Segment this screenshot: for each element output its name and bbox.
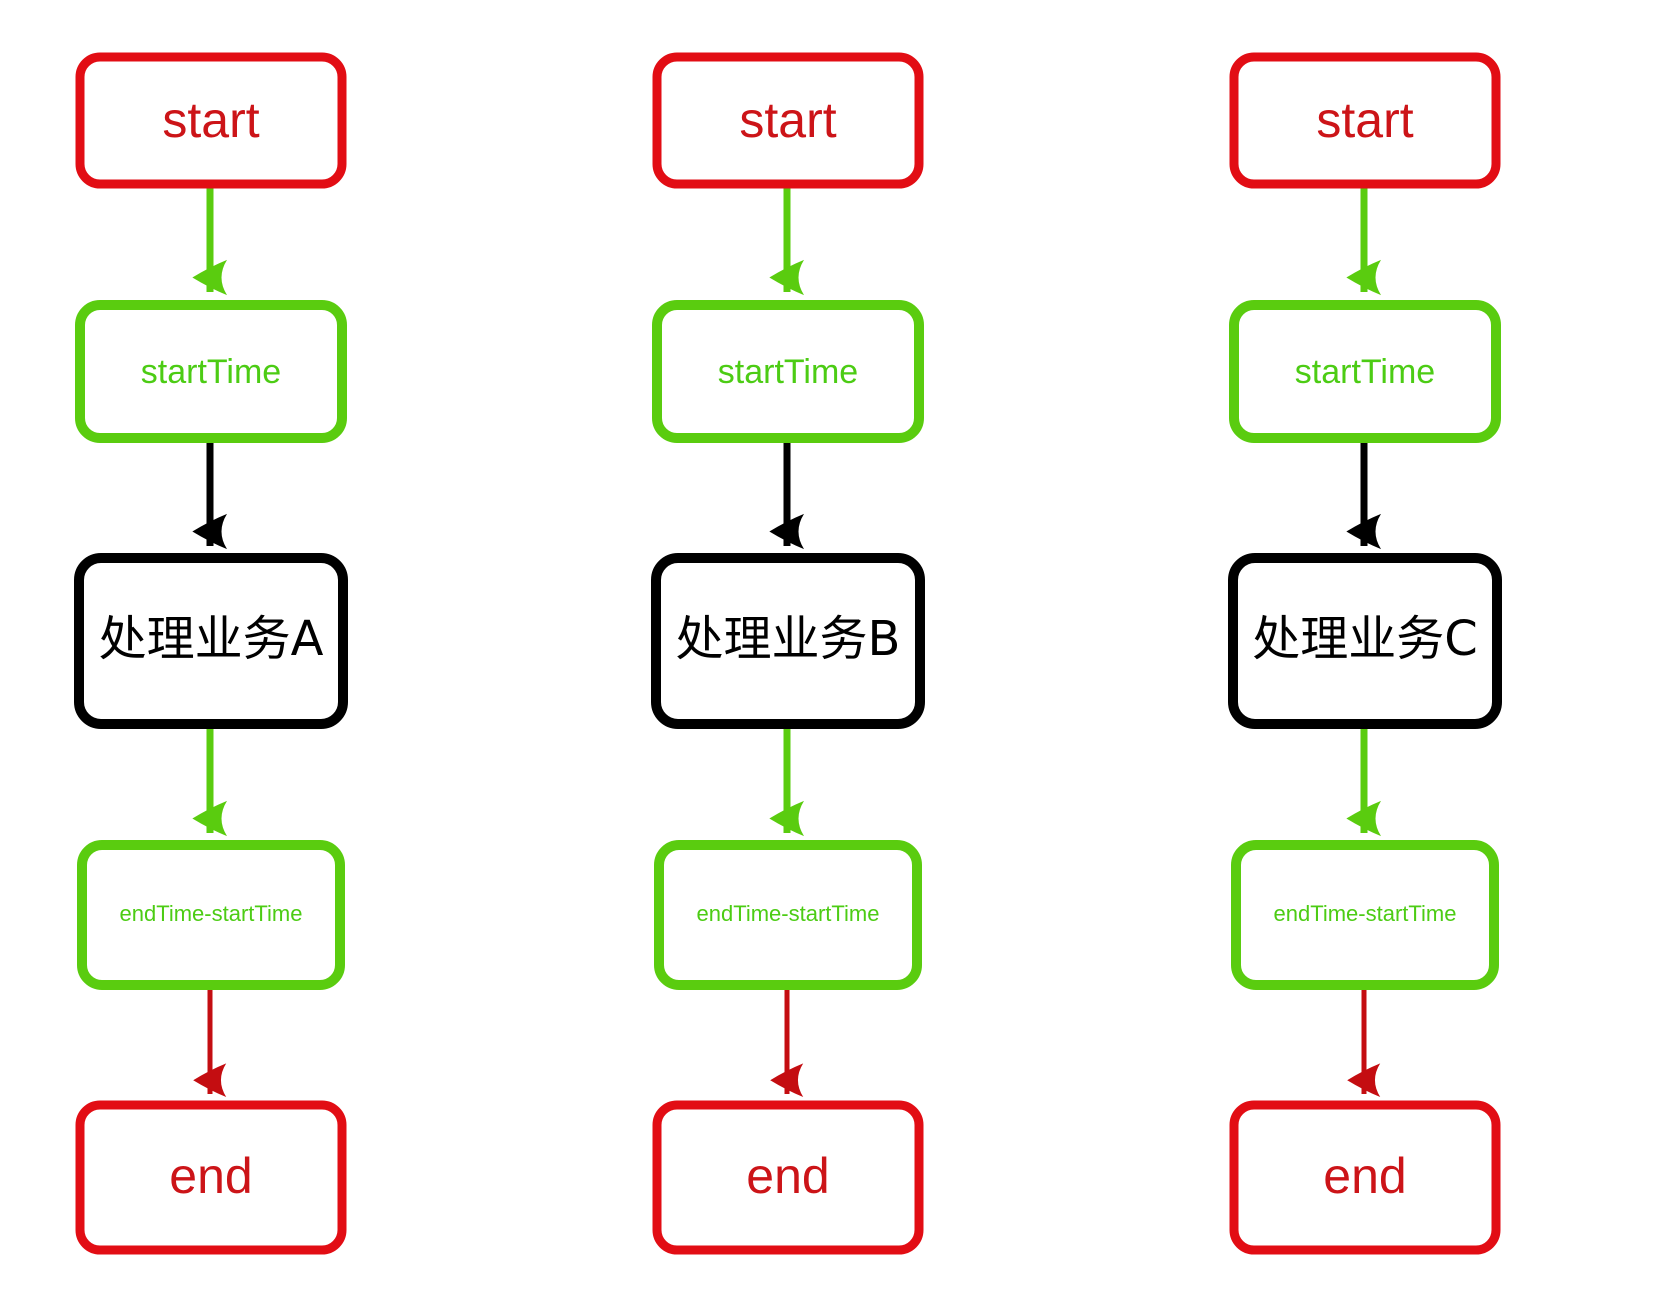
node-label-process: 处理业务C [1252,611,1478,667]
node-label-end: end [1323,1148,1406,1204]
node-elapsed-c[interactable]: endTime-startTime [1231,840,1499,990]
node-label-start: start [162,92,259,148]
node-shape [75,52,347,189]
node-label-starttime: startTime [718,353,858,391]
node-end-a[interactable]: end [75,1100,347,1255]
node-elapsed-b[interactable]: endTime-startTime [654,840,922,990]
node-shape [1229,1100,1501,1255]
node-process-a[interactable]: 处理业务A [74,553,348,729]
node-label-starttime: startTime [141,353,281,391]
node-end-c[interactable]: end [1229,1100,1501,1255]
node-process-b[interactable]: 处理业务B [651,553,925,729]
node-shape [652,1100,924,1255]
node-shape [1228,553,1502,729]
node-shape [75,1100,347,1255]
node-start-a[interactable]: start [75,52,347,189]
node-starttime-a[interactable]: startTime [75,300,347,443]
node-start-b[interactable]: start [652,52,924,189]
node-elapsed-a[interactable]: endTime-startTime [77,840,345,990]
node-starttime-c[interactable]: startTime [1229,300,1501,443]
node-shape [652,300,924,443]
node-shape [1231,840,1499,990]
node-process-c[interactable]: 处理业务C [1228,553,1502,729]
node-shape [651,553,925,729]
node-label-start: start [739,92,836,148]
node-label-end: end [169,1148,252,1204]
column-b: start startTime 处理业务B endTime-startTime … [651,52,925,1255]
node-starttime-b[interactable]: startTime [652,300,924,443]
node-label-starttime: startTime [1295,353,1435,391]
node-label-end: end [746,1148,829,1204]
node-shape [652,52,924,189]
node-label-process: 处理业务B [676,611,901,667]
node-shape [654,840,922,990]
node-shape [1229,300,1501,443]
node-shape [77,840,345,990]
node-label-elapsed: endTime-startTime [697,901,880,926]
column-a: start startTime 处理业务A endTime-startTime … [74,52,348,1255]
node-shape [1229,52,1501,189]
node-label-elapsed: endTime-startTime [120,901,303,926]
node-start-c[interactable]: start [1229,52,1501,189]
column-c: start startTime 处理业务C endTime-startTime … [1228,52,1502,1255]
node-label-start: start [1316,92,1413,148]
node-shape [74,553,348,729]
node-shape [75,300,347,443]
node-end-b[interactable]: end [652,1100,924,1255]
node-label-process: 处理业务A [99,611,324,667]
node-label-elapsed: endTime-startTime [1274,901,1457,926]
